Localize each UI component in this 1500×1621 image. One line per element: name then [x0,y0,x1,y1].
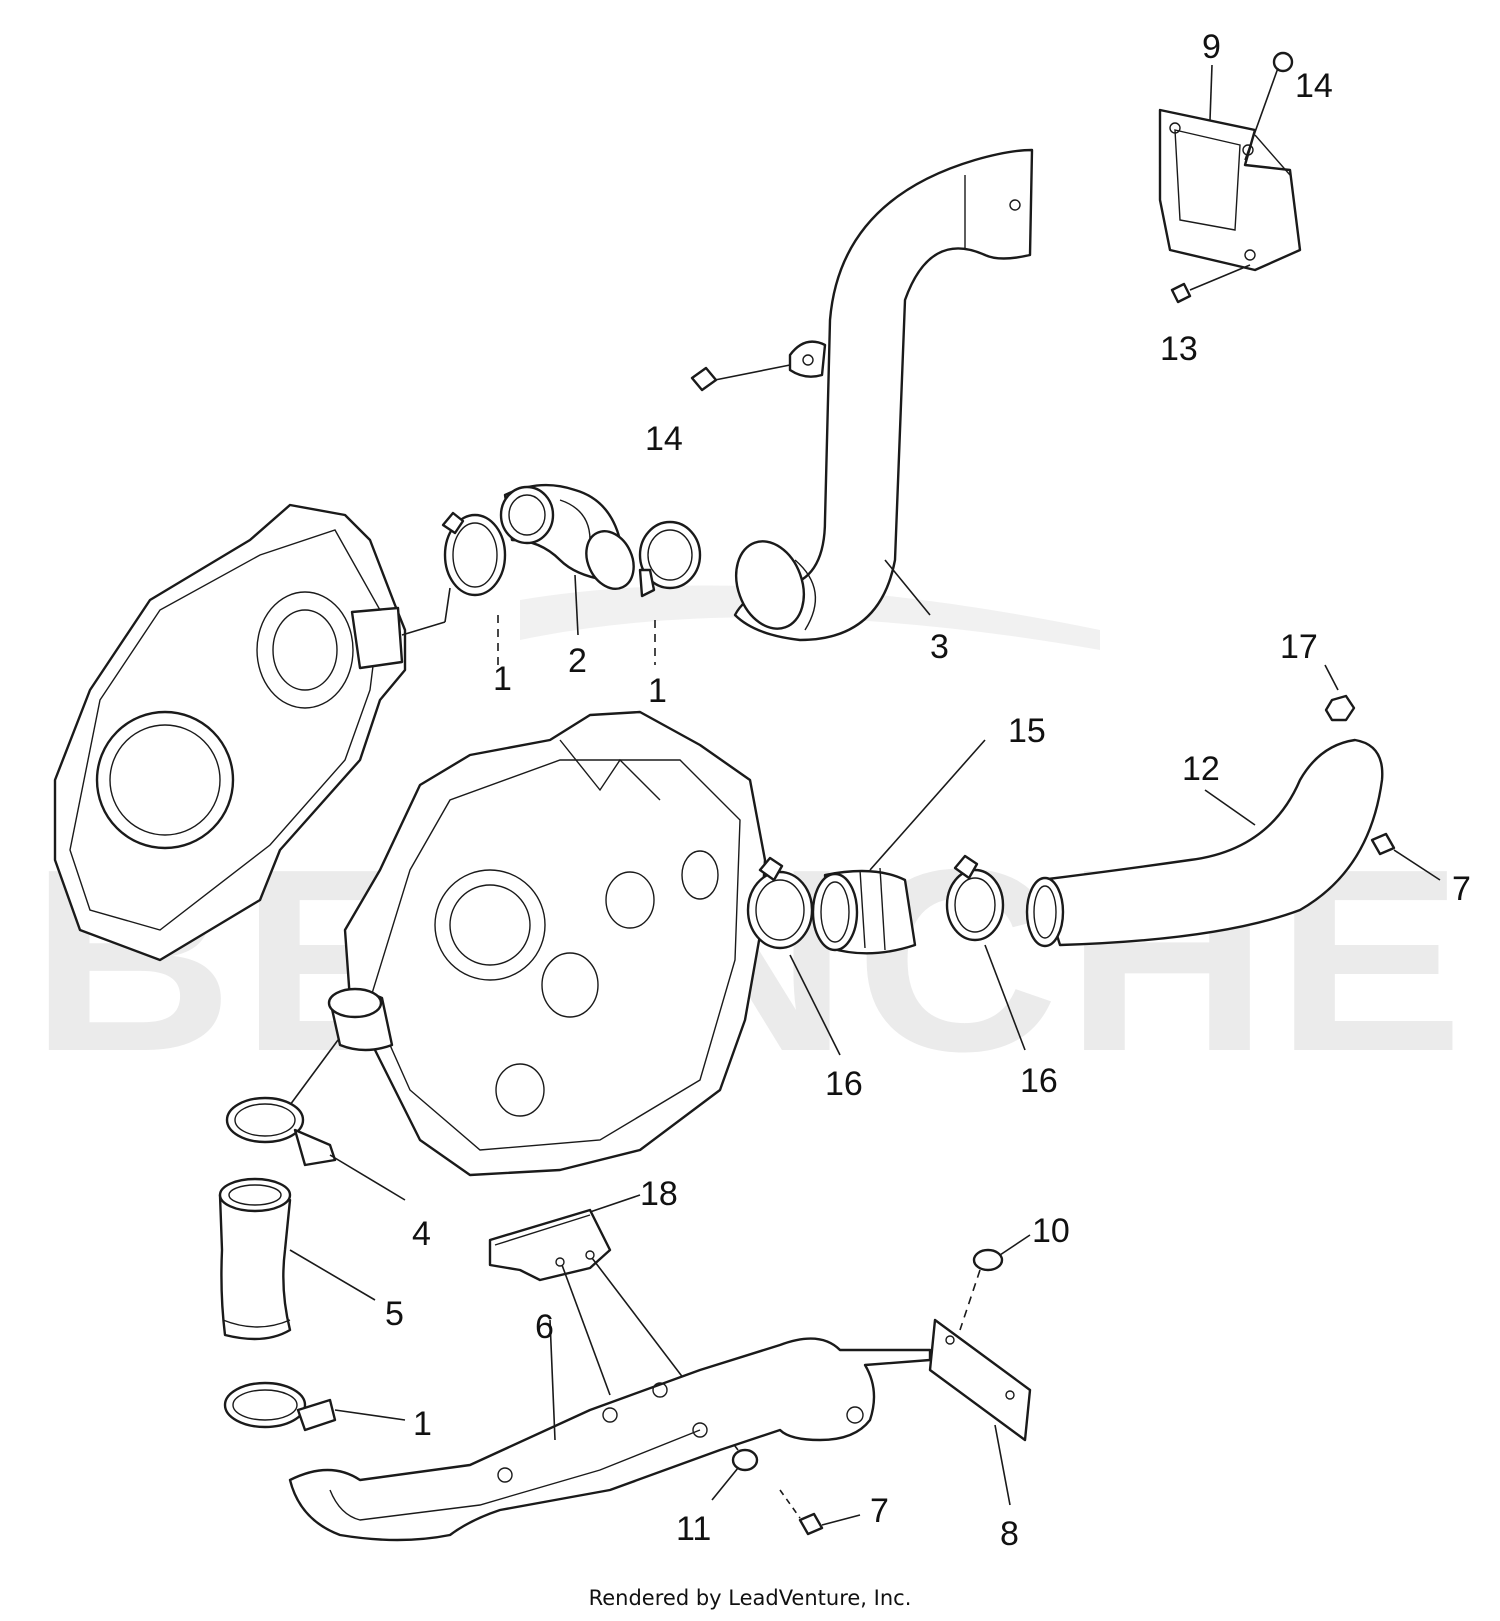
callout-5: 5 [385,1295,404,1333]
part-12-duct [1025,738,1384,948]
part-5-hose [218,1177,376,1341]
part-7-bolt-right [1370,832,1441,881]
callout-2: 2 [568,642,587,680]
callout-labels: 9 14 13 14 1 2 1 3 17 15 12 7 16 16 4 18… [385,28,1471,1553]
callout-7: 7 [870,1492,889,1530]
part-2-elbow [499,483,635,636]
part-1-clamp-upper-left [441,511,507,665]
part-15-coupler [811,739,986,955]
engine-case [289,710,767,1177]
callout-11: 11 [676,1510,711,1548]
callout-17: 17 [1280,628,1318,666]
left-cover [53,503,451,962]
part-1-clamp-upper-right [638,520,702,665]
part-14-nut-top [1244,51,1294,161]
part-11-grommet [711,1448,759,1501]
part-3-duct [733,148,1034,642]
callout-1: 1 [493,660,512,698]
part-10-bolt [959,1234,1031,1331]
part-16-clamp-right [945,854,1026,1051]
callout-12: 12 [1182,750,1220,788]
callout-7: 7 [1452,870,1471,908]
callout-1: 1 [648,672,667,710]
callout-10: 10 [1032,1212,1070,1250]
callout-9: 9 [1202,28,1221,66]
part-14-bolt-duct [690,364,791,392]
part-1-clamp-lower [223,1381,406,1432]
part-7-bolt-lower [779,1489,861,1536]
callout-8: 8 [1000,1515,1019,1553]
render-credit: Rendered by LeadVenture, Inc. [588,1586,912,1610]
callout-1: 1 [413,1405,432,1443]
callout-18: 18 [640,1175,678,1213]
part-13-screw [1170,264,1251,304]
part-9-bracket [1158,108,1302,272]
part-4-clamp [225,1096,406,1201]
callout-6: 6 [535,1308,554,1346]
callout-16: 16 [1020,1062,1058,1100]
callout-16: 16 [825,1065,863,1103]
part-8-plate [928,1318,1032,1506]
part-18-bracket [488,1194,739,1451]
part-16-clamp-left [746,856,841,1056]
callout-14: 14 [645,420,683,458]
part-17-nut [1324,664,1356,722]
callout-13: 13 [1160,330,1198,368]
callout-3: 3 [930,628,949,666]
part-6-lower-duct [288,1319,932,1542]
callout-15: 15 [1008,712,1046,750]
leader-9 [1209,64,1213,121]
callout-4: 4 [412,1215,431,1253]
callout-14: 14 [1295,67,1333,105]
leader-3 [884,559,931,616]
